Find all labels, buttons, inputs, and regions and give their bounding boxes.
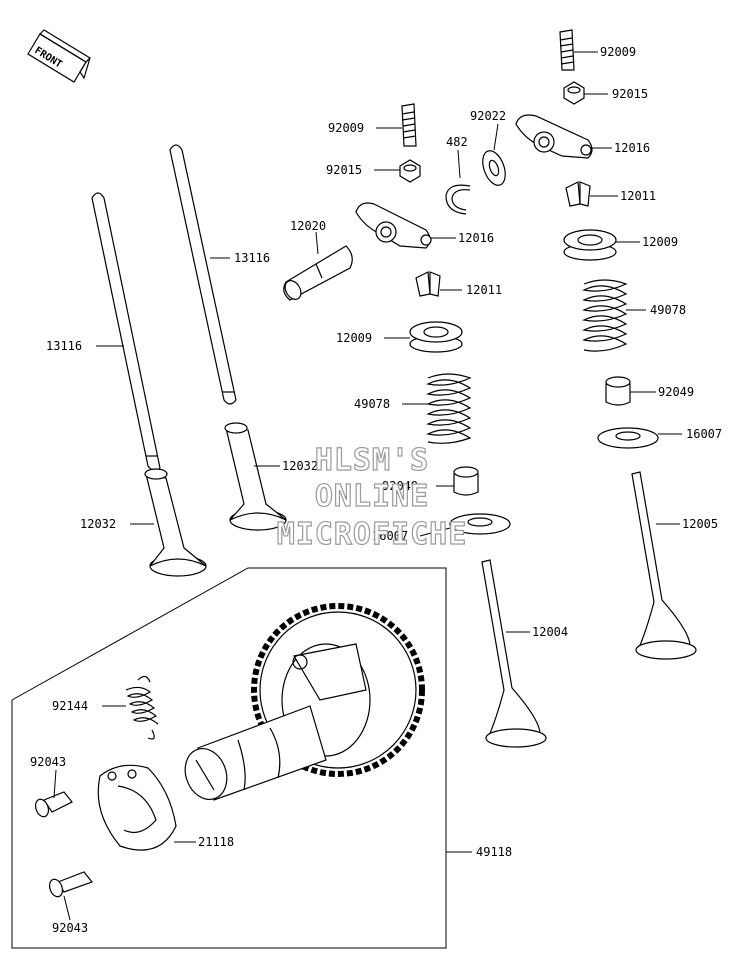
callout-92015-b: 92015 bbox=[326, 163, 362, 177]
callout-12032-b: 12032 bbox=[80, 517, 116, 531]
callout-21118: 21118 bbox=[198, 835, 234, 849]
governor-weight bbox=[97, 764, 177, 851]
stem-seal-left bbox=[453, 466, 479, 496]
retainer-right bbox=[563, 229, 617, 261]
callout-482: 482 bbox=[446, 135, 468, 149]
cotter-right bbox=[565, 181, 591, 207]
callout-92009-b: 92009 bbox=[328, 121, 364, 135]
callout-12020: 12020 bbox=[290, 219, 326, 233]
tappet-right bbox=[224, 422, 287, 531]
callout-49078-a: 49078 bbox=[650, 303, 686, 317]
callout-92009-a: 92009 bbox=[600, 45, 636, 59]
callout-12016-b: 12016 bbox=[458, 231, 494, 245]
callout-92144: 92144 bbox=[52, 699, 88, 713]
watermark: HLSM'S ONLINE MICROFICHE bbox=[276, 442, 468, 552]
front-arrow-icon: FRONT bbox=[27, 29, 91, 83]
rocker-shaft bbox=[283, 245, 353, 301]
pin-lower bbox=[48, 871, 93, 898]
callout-12009-b: 12009 bbox=[336, 331, 372, 345]
valve-exhaust bbox=[631, 471, 697, 660]
callout-12011-b: 12011 bbox=[466, 283, 502, 297]
callout-49118: 49118 bbox=[476, 845, 512, 859]
callout-13116-a: 13116 bbox=[234, 251, 270, 265]
cotter-left bbox=[415, 271, 441, 297]
callout-13116-b: 13116 bbox=[46, 339, 82, 353]
valve-intake bbox=[481, 559, 547, 748]
camshaft bbox=[184, 705, 327, 801]
callout-92049-b: 92049 bbox=[382, 479, 418, 493]
nut-right bbox=[563, 81, 585, 105]
spring-left bbox=[426, 373, 472, 444]
washer-92022 bbox=[482, 150, 506, 186]
callout-12011-a: 12011 bbox=[620, 189, 656, 203]
spring-92144 bbox=[125, 675, 159, 740]
callout-16007-a: 16007 bbox=[686, 427, 722, 441]
callout-49078-b: 49078 bbox=[354, 397, 390, 411]
callout-12032-a: 12032 bbox=[282, 459, 318, 473]
callout-12005: 12005 bbox=[682, 517, 718, 531]
callout-12016-a: 12016 bbox=[614, 141, 650, 155]
adjust-screw-right bbox=[559, 29, 575, 71]
adjust-screw-left bbox=[401, 103, 417, 147]
watermark-line-2: ONLINE bbox=[315, 479, 429, 514]
callout-16007-b: 16007 bbox=[372, 529, 408, 543]
callout-92043-b: 92043 bbox=[52, 921, 88, 935]
push-rod-left bbox=[91, 192, 161, 472]
seat-right bbox=[597, 427, 659, 449]
seat-left bbox=[449, 513, 511, 535]
spring-right bbox=[582, 279, 628, 352]
clip-482 bbox=[445, 184, 471, 215]
pin-upper bbox=[34, 791, 73, 818]
stem-seal-right bbox=[605, 376, 631, 406]
callout-92015-a: 92015 bbox=[612, 87, 648, 101]
rocker-arm-left bbox=[355, 202, 432, 249]
rocker-arm-right bbox=[515, 114, 593, 159]
leader-lines bbox=[53, 51, 682, 921]
watermark-line-1: HLSM'S bbox=[315, 443, 429, 478]
callout-92049-a: 92049 bbox=[658, 385, 694, 399]
callout-labels: 92009 92015 92022 12016 12011 12009 4907… bbox=[30, 45, 722, 935]
watermark-line-3: MICROFICHE bbox=[277, 517, 468, 552]
callout-12009-a: 12009 bbox=[642, 235, 678, 249]
callout-12004: 12004 bbox=[532, 625, 568, 639]
callout-92043-a: 92043 bbox=[30, 755, 66, 769]
retainer-left bbox=[409, 321, 463, 353]
tappet-left bbox=[144, 468, 207, 577]
callout-92022: 92022 bbox=[470, 109, 506, 123]
nut-left bbox=[399, 159, 421, 183]
push-rod-right bbox=[169, 144, 237, 405]
